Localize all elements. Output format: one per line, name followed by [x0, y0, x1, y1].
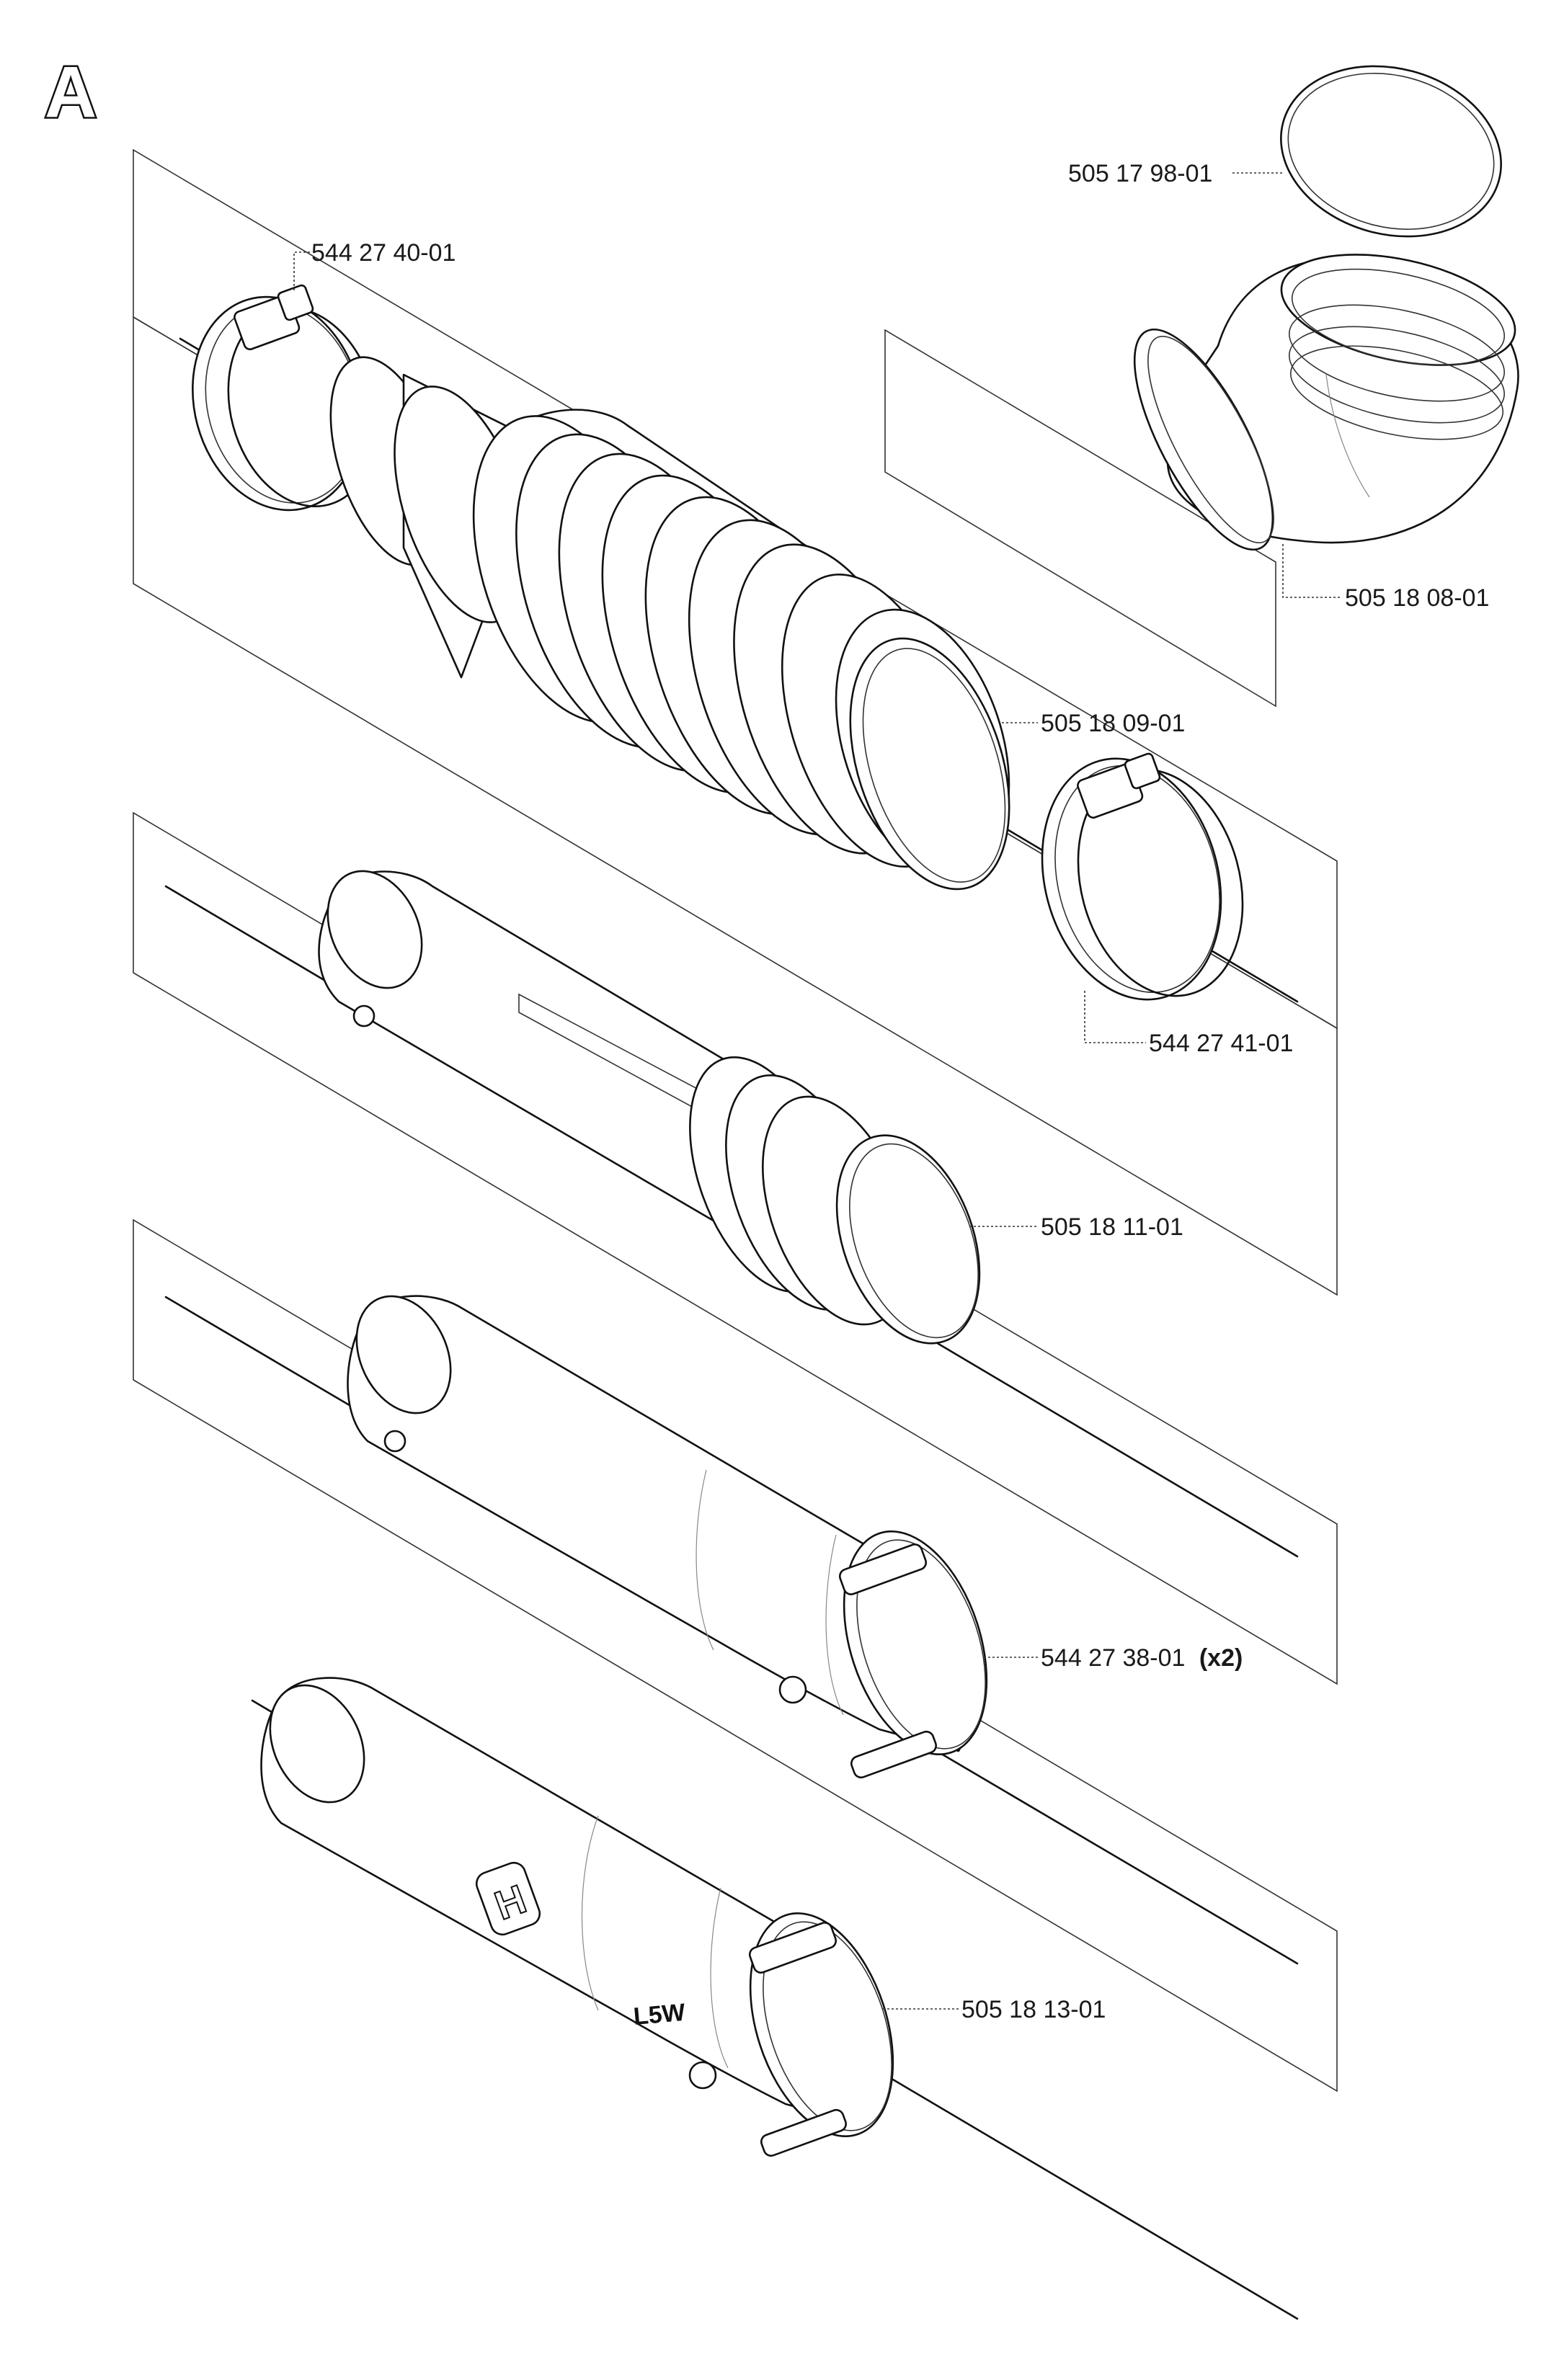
part-label-505-18-09-01: 505 18 09-01 [1041, 710, 1185, 737]
blow-tube-upper [318, 870, 981, 1345]
o-ring [1280, 65, 1502, 238]
part-label-505-18-11-01: 505 18 11-01 [1041, 1213, 1183, 1241]
blow-tube-nozzle: H L5W [260, 1677, 894, 2157]
blow-tube-middle [347, 1295, 988, 1779]
panel-elbow [884, 329, 1276, 708]
leader-505-18-08-01 [1282, 544, 1341, 598]
leader-544-27-41-01 [1084, 991, 1146, 1043]
hose-clamp-right [1041, 752, 1244, 1001]
tube-marking: L5W [632, 1999, 687, 2031]
elbow-pipe [1133, 254, 1519, 551]
part-label-544-27-41-01: 544 27 41-01 [1149, 1030, 1293, 1057]
part-label-505-18-13-01: 505 18 13-01 [961, 1996, 1106, 2023]
bellows-hose [329, 356, 1010, 891]
part-label-505-17-98-01: 505 17 98-01 [1068, 160, 1212, 187]
section-letter: A [45, 52, 97, 133]
part-label-544-27-38-01: 544 27 38-01 (x2) [1041, 1644, 1243, 1672]
leader-544-27-40-01 [293, 251, 310, 292]
part-label-544-27-40-01: 544 27 40-01 [311, 239, 456, 267]
part-number: 544 27 38-01 [1041, 1644, 1185, 1672]
part-label-505-18-08-01: 505 18 08-01 [1345, 584, 1489, 612]
brand-logo: H [475, 1861, 541, 1936]
part-quantity: (x2) [1199, 1644, 1243, 1672]
